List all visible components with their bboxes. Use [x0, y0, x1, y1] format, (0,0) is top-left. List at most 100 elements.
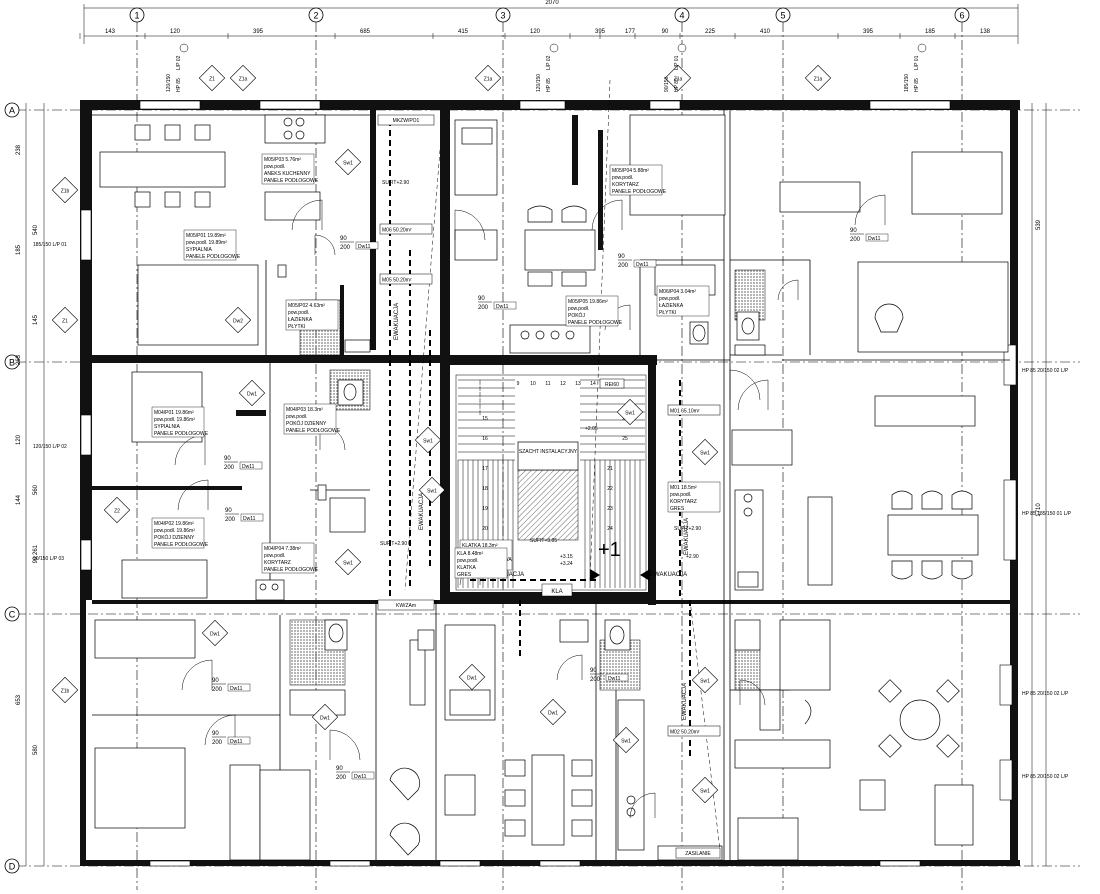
- step-number: 18: [482, 486, 488, 492]
- elevation-2: +3.15: [560, 554, 573, 560]
- area-tag-text: M06 50.20m²: [382, 228, 412, 234]
- door-type: Dw11: [358, 244, 371, 250]
- wall-tag-diamond: [198, 64, 226, 92]
- step-number: 20: [482, 526, 488, 532]
- door-width: 90: [225, 508, 232, 514]
- area-tag-box: [379, 223, 433, 235]
- window-tag-right: HP 85 185/150 01 L/P: [1022, 511, 1072, 517]
- door-height: 200: [618, 263, 629, 269]
- level-label: +1: [598, 539, 621, 561]
- wall-tag-text: Z1: [62, 319, 68, 325]
- wall-tag-text: Z2: [114, 509, 120, 515]
- room-label-function: KLATKA: [457, 565, 476, 571]
- left-dimension-lines: [25, 103, 45, 866]
- door-swing-arc: [854, 194, 886, 226]
- room-label-function: POKÓJ DZIENNY: [286, 420, 327, 427]
- zasilanie-label: ZASILANIE: [685, 851, 711, 857]
- door-height: 200: [478, 305, 489, 311]
- door-type: Dw11: [243, 516, 256, 522]
- ceiling-tag-2: SUFIT+2.90: [380, 541, 407, 547]
- wall-tag-text: Sw1: [700, 789, 710, 795]
- room-label-name: M05/P03 5.76m²: [264, 157, 301, 163]
- axis-bubble-col: [308, 7, 324, 23]
- right-dimension-2: 1710: [1036, 503, 1042, 517]
- top-dimension-value: 395: [863, 29, 874, 35]
- room-label-name: M05/P04 5.88m²: [612, 168, 649, 174]
- area-tag-text: M01 65.10m²: [670, 409, 700, 415]
- top-dimension-value: 225: [705, 29, 716, 35]
- axis-letter-label: B: [9, 358, 15, 368]
- door-width: 90: [224, 456, 231, 462]
- wall-tag-text: Z1b: [61, 689, 70, 695]
- wall-tag-text: Sw1: [343, 561, 353, 567]
- wall-tag-diamond: [691, 438, 719, 466]
- window-tag-left: 120/150 L/P 02: [33, 444, 67, 450]
- left-dimension-value: 144: [16, 494, 22, 505]
- door-type: Dw11: [230, 739, 243, 745]
- axis-letter-label: D: [9, 862, 16, 872]
- door-height: 200: [850, 237, 861, 243]
- door-width: 90: [336, 766, 343, 772]
- wall-tag-diamond: [103, 496, 131, 524]
- top-dimension-value: 185: [925, 29, 936, 35]
- wall-tag-diamond: [51, 176, 79, 204]
- room-label-name: KLA 8.48m²: [457, 551, 483, 557]
- wall-tag-diamond: [616, 398, 644, 426]
- elevation-4: +2.05: [585, 426, 598, 432]
- room-label-function: SYPIALNIA: [186, 247, 213, 253]
- door-swing-arc: [777, 279, 799, 301]
- axis-bubble-col: [775, 7, 791, 23]
- wall-tag-diamond: [414, 426, 442, 454]
- wall-tag-text: Sw1: [621, 739, 631, 745]
- wall-tag-diamond: [539, 698, 567, 726]
- room-label-name: M05/P02 4.63m²: [288, 303, 325, 309]
- room-label-name: M04/P03 18.3m²: [286, 407, 323, 413]
- room-label-floor: pow.podł. 19.89m²: [186, 240, 227, 246]
- wall-tag-text: Sw1: [343, 161, 353, 167]
- wall-tag-diamond: [664, 64, 692, 92]
- window-tag-right: HP 85 20/150 02 L/P: [1022, 774, 1069, 780]
- kla-label: KLA: [551, 589, 562, 595]
- axis-bubble-col: [495, 7, 511, 23]
- room-label-floor: pow.podł. 19.86m²: [154, 528, 195, 534]
- room-label-function: KORYTARZ: [264, 560, 291, 566]
- wall-tag-diamond: [51, 676, 79, 704]
- door-height: 200: [336, 775, 347, 781]
- room-label-finish: PŁYTKI: [659, 310, 676, 316]
- door-swing-arc: [629, 792, 656, 819]
- axis-bubble-col: [954, 7, 970, 23]
- axis-number-label: 6: [959, 11, 964, 21]
- room-label-floor: pow.podł.: [457, 558, 478, 564]
- wall-tag-diamond: [474, 64, 502, 92]
- door-width: 90: [850, 228, 857, 234]
- axis-bubble-col: [129, 7, 145, 23]
- left-dimension-value: 185: [16, 244, 22, 255]
- axis-number-label: 5: [780, 11, 785, 21]
- axis-letter-label: C: [9, 610, 16, 620]
- top-dimension-value: 395: [595, 29, 606, 35]
- area-tag-box: [379, 273, 433, 285]
- partitions: [92, 110, 1010, 860]
- step-number: 17: [482, 466, 488, 472]
- step-number: 16: [482, 436, 488, 442]
- furniture: [94, 114, 1009, 861]
- door-type: Dw11: [636, 262, 649, 268]
- left-dimension-value: 261: [33, 544, 39, 555]
- wall-tag-text: Sw1: [423, 439, 433, 445]
- left-dimension-value: 560: [33, 484, 39, 495]
- room-label-floor: pow.podł.: [659, 296, 680, 302]
- left-dimension-value: 238: [16, 144, 22, 155]
- room-label-finish: PANELE PODŁOGOWE: [286, 428, 341, 434]
- window-tag-type: L/P 02: [546, 55, 552, 70]
- wall-tag-text: Dw2: [233, 319, 243, 325]
